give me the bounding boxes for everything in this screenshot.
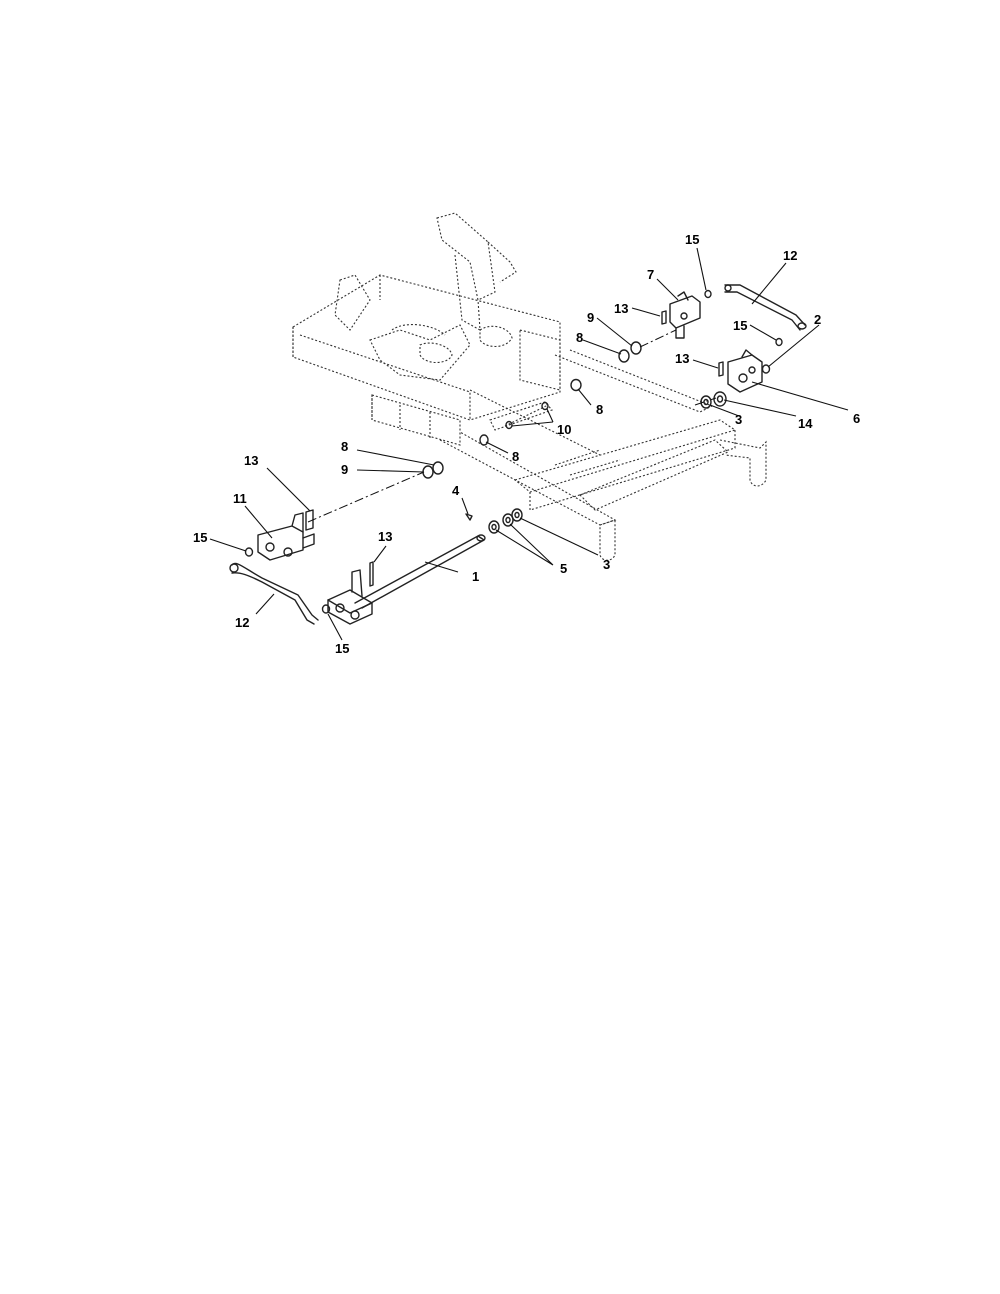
callout-15-right: 15 [733,318,747,333]
callout-11: 11 [233,491,247,506]
callout-4: 4 [452,483,460,498]
callout-8-mid: 8 [596,402,603,417]
callout-15-left: 15 [193,530,207,545]
shaft-center-lines [307,329,717,523]
callout-3-right: 3 [735,412,742,427]
part-4-pin [465,513,473,521]
part-13-pins [305,310,724,587]
callout-10: 10 [557,422,571,437]
callout-9-upper: 9 [587,310,594,325]
part-5-washers [488,513,514,534]
part-7-right-upper-bracket [669,291,701,339]
part-10-pivot-tubes [504,401,549,430]
callout-12-right: 12 [783,248,797,263]
callout-13-left: 13 [244,453,258,468]
callout-8-left: 8 [341,439,348,454]
callout-12-left: 12 [235,615,249,630]
part-2-washer [761,364,771,374]
part-14-washer [713,391,727,407]
callout-1: 1 [472,569,479,584]
callout-13-mid: 13 [378,529,392,544]
part-8-bushings [432,349,630,475]
callout-13-upper: 13 [614,301,628,316]
callout-15-top: 15 [685,232,699,247]
callout-7: 7 [647,267,654,282]
part-3-bushings [511,395,712,522]
part-6-right-lower-bracket [727,349,763,393]
callout-15-bottom: 15 [335,641,349,656]
callout-9-left: 9 [341,462,348,477]
part-12-lift-link-left [229,562,319,625]
leader-lines [209,247,849,641]
callout-8-upper: 8 [576,330,583,345]
callout-3-lower: 3 [603,557,610,572]
callout-2: 2 [814,312,821,327]
callout-6: 6 [853,411,860,426]
part-15-washers [244,289,783,614]
callout-13-right: 13 [675,351,689,366]
callout-5: 5 [560,561,567,576]
callout-8-lower: 8 [512,449,519,464]
part-11-left-bracket [257,512,315,561]
chassis-frame [292,212,767,561]
callout-14: 14 [798,416,813,431]
part-12-lift-link-right [724,284,807,331]
callout-numbers: 1 2 3 3 4 5 6 7 8 8 8 8 9 9 10 11 12 12 … [193,232,860,656]
part-1-lift-shaft [327,534,486,625]
